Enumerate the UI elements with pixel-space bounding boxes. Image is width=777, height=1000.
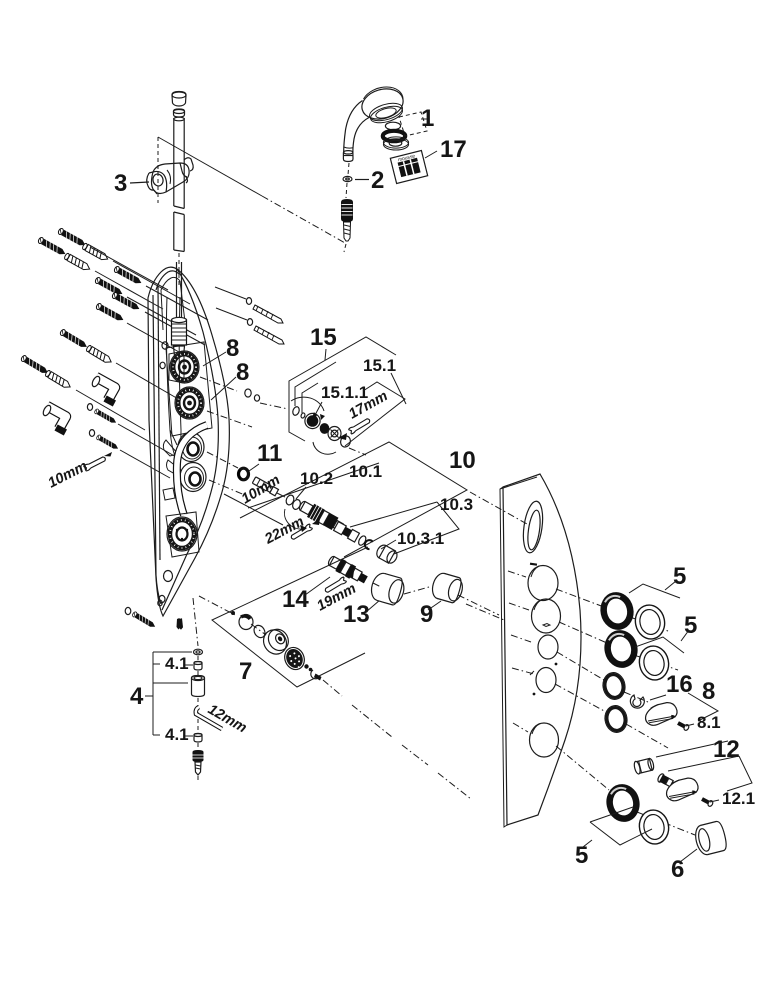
svg-text:7: 7 [239, 658, 252, 685]
svg-text:12.1: 12.1 [722, 789, 755, 808]
svg-text:10: 10 [449, 447, 476, 474]
svg-text:5: 5 [673, 563, 686, 590]
svg-text:8: 8 [702, 678, 715, 705]
svg-text:14: 14 [282, 586, 309, 613]
svg-text:11: 11 [257, 440, 282, 467]
svg-text:9: 9 [420, 601, 433, 628]
svg-text:15.1: 15.1 [363, 356, 396, 375]
svg-text:15.1.1: 15.1.1 [321, 383, 368, 402]
svg-text:10.3: 10.3 [440, 495, 473, 514]
svg-text:8: 8 [226, 335, 239, 362]
svg-text:4: 4 [130, 683, 144, 710]
svg-text:8.1: 8.1 [697, 713, 721, 732]
svg-text:5: 5 [575, 842, 588, 869]
svg-text:13: 13 [343, 601, 370, 628]
svg-text:10.1: 10.1 [349, 462, 382, 481]
svg-text:mousse: mousse [397, 153, 416, 163]
svg-text:4.1: 4.1 [165, 725, 189, 744]
svg-text:6: 6 [671, 856, 684, 883]
svg-text:15: 15 [310, 324, 337, 351]
svg-text:2: 2 [371, 167, 384, 194]
svg-text:10.3.1: 10.3.1 [397, 529, 444, 548]
svg-text:1: 1 [421, 105, 434, 132]
svg-text:8: 8 [236, 359, 249, 386]
svg-text:10.2: 10.2 [300, 469, 333, 488]
svg-text:4.1: 4.1 [165, 654, 189, 673]
svg-text:17: 17 [440, 136, 467, 163]
svg-text:3: 3 [114, 170, 127, 197]
